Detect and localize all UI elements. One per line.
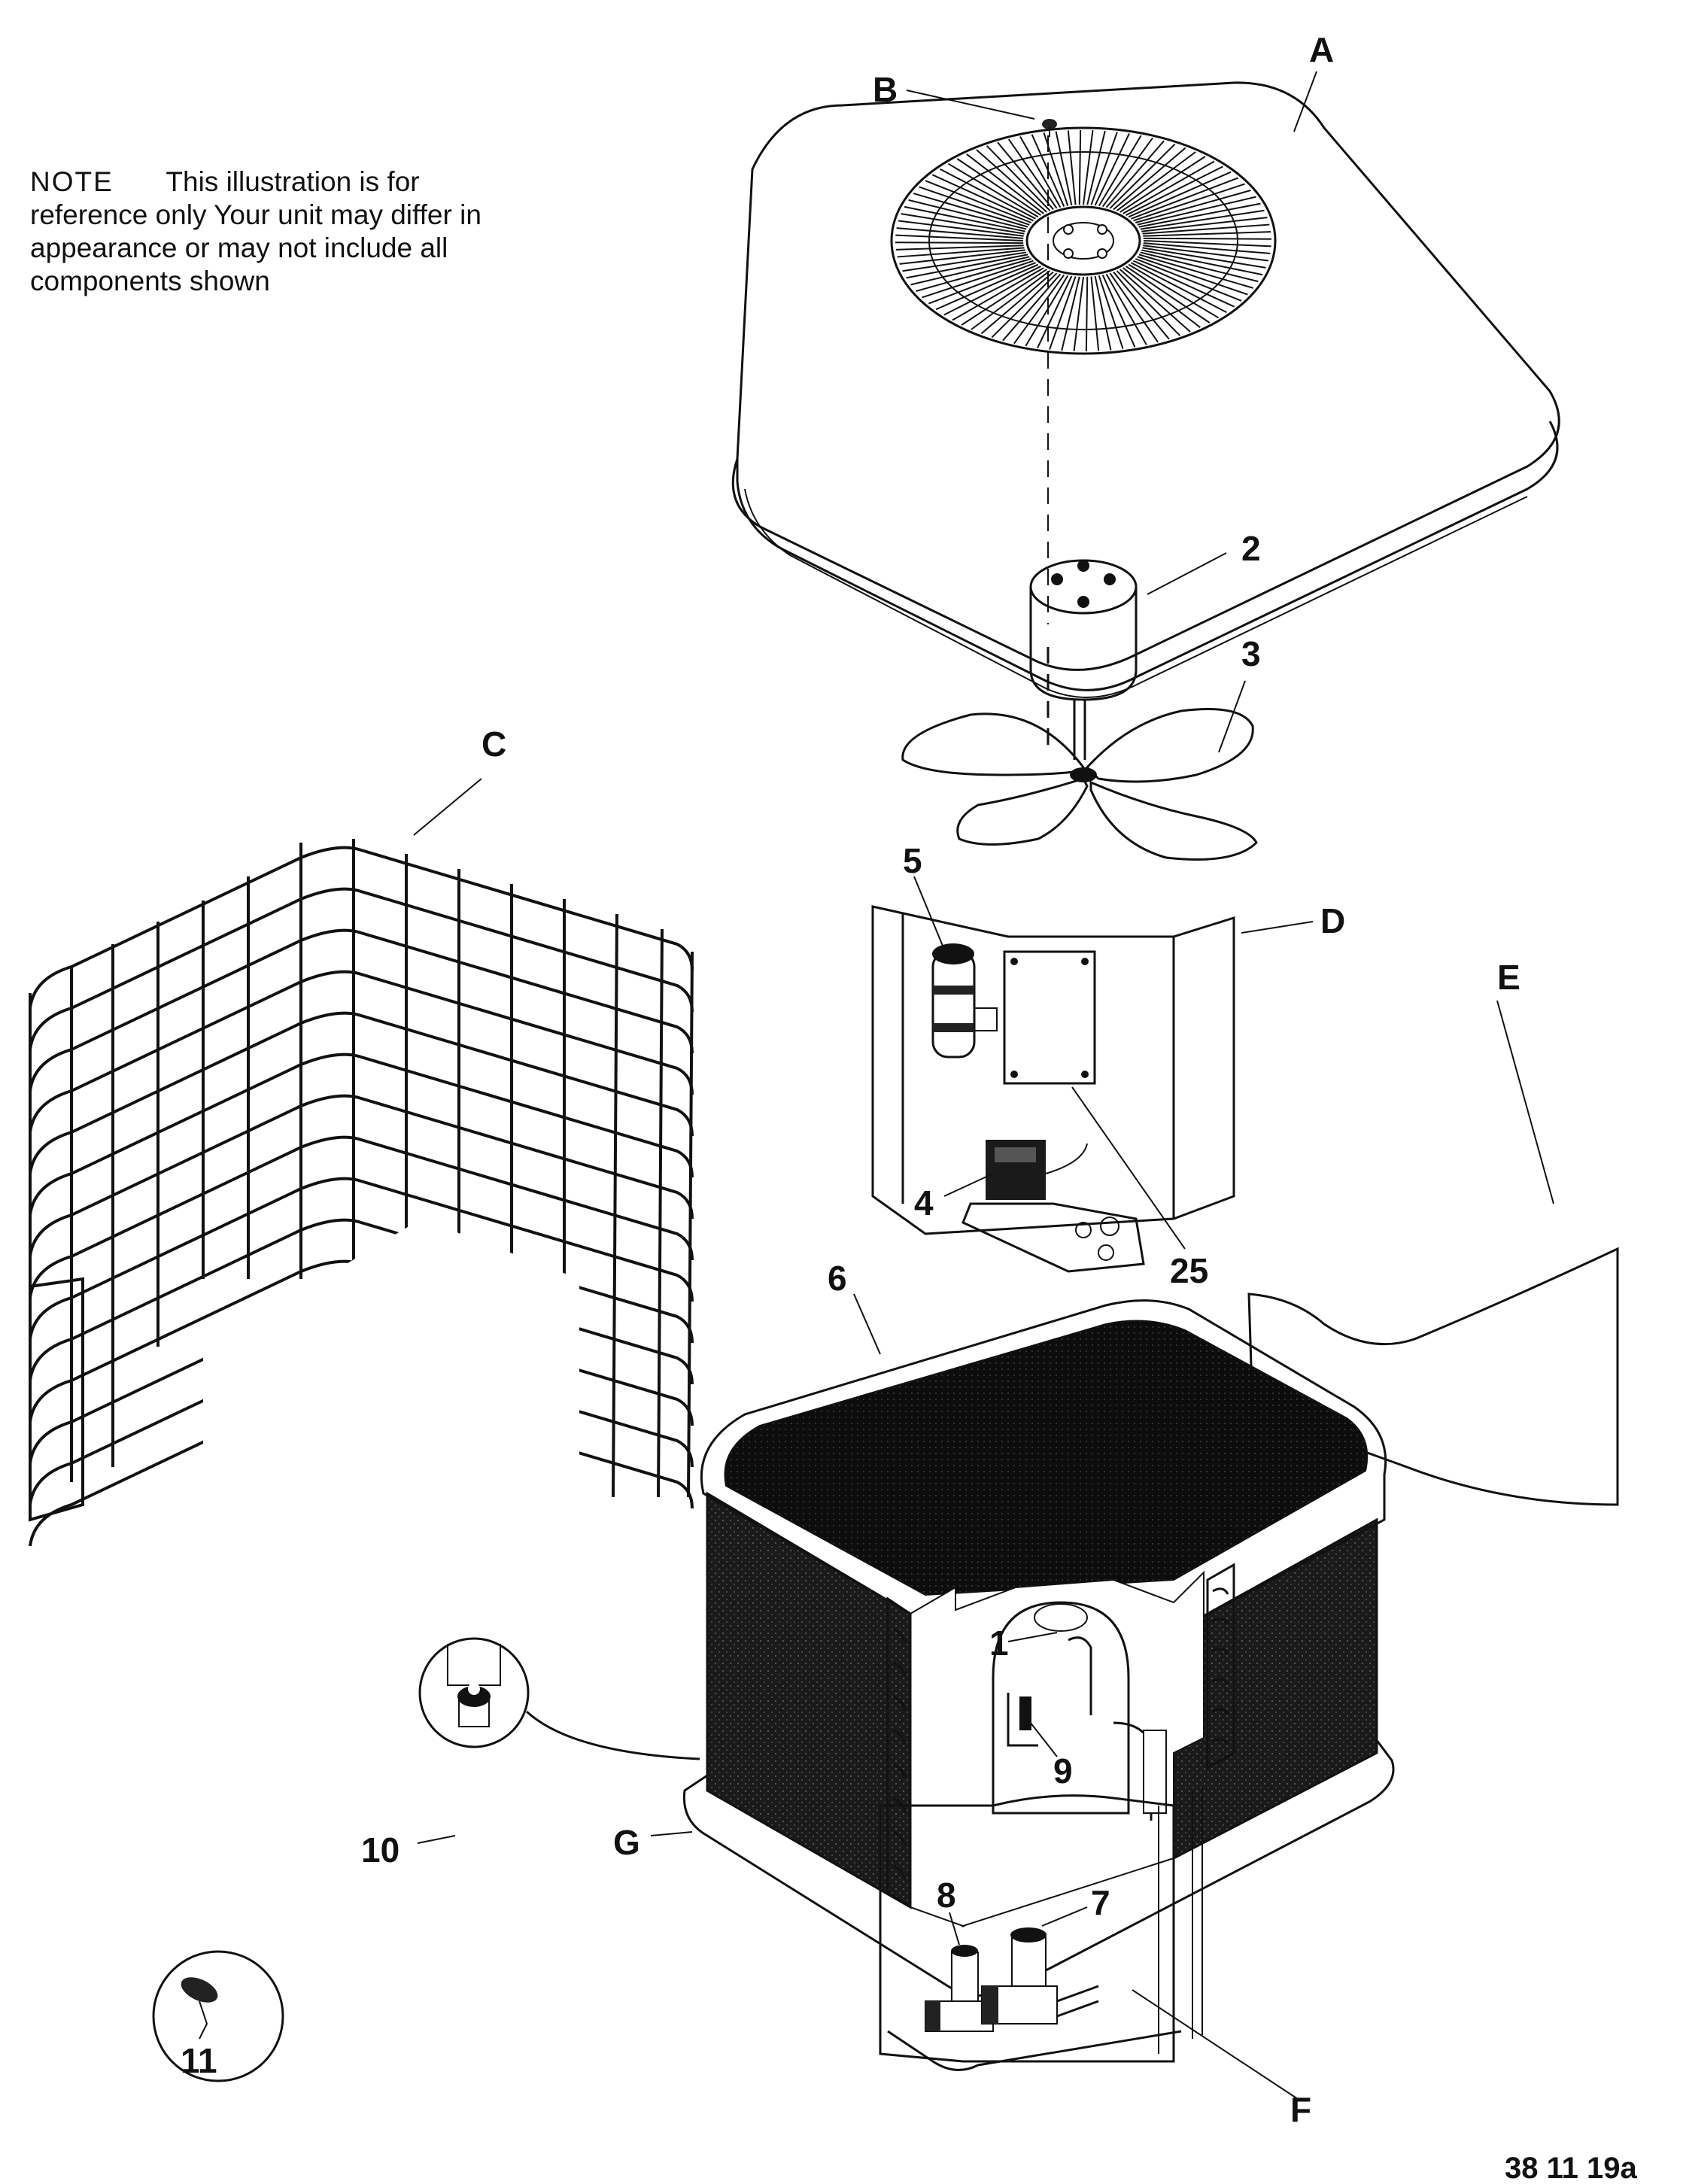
grille-spokes: [895, 130, 1271, 351]
callout-C: C: [482, 724, 506, 764]
wire-guard: [29, 839, 694, 1580]
callout-3: 3: [1241, 634, 1261, 673]
callout-E: E: [1497, 958, 1520, 997]
detail-circle-10: [418, 1637, 700, 1760]
callout-5: 5: [903, 841, 922, 880]
note-text: This illustration is for reference only …: [30, 166, 482, 296]
callout-2: 2: [1241, 529, 1261, 568]
callout-G: G: [613, 1823, 640, 1862]
callout-9: 9: [1053, 1751, 1073, 1791]
callout-1: 1: [989, 1624, 1009, 1663]
callout-B: B: [873, 70, 898, 109]
leader-lines: [413, 71, 1554, 2100]
coil-assembly: [682, 1299, 1395, 2071]
top-cover: [731, 81, 1560, 698]
fan-motor: [1029, 559, 1138, 760]
detail-circle-11: [152, 1950, 284, 2082]
callout-labels: A B C D E F G 1 2 3 4 5 6 7 8 9 10 11 25…: [181, 30, 1637, 2184]
note-label: NOTE: [30, 166, 114, 197]
callout-6: 6: [828, 1259, 847, 1298]
callout-A: A: [1309, 30, 1334, 69]
note-block: NOTE This illustration is for reference …: [30, 166, 497, 298]
service-valves: [925, 1927, 1099, 2032]
callout-7: 7: [1091, 1883, 1110, 1922]
callout-11: 11: [181, 2041, 217, 2080]
callout-F: F: [1290, 2090, 1311, 2129]
control-panel: [871, 905, 1235, 1273]
callout-8: 8: [937, 1876, 956, 1915]
callout-4: 4: [914, 1183, 934, 1223]
callout-10: 10: [361, 1830, 399, 1870]
callout-25: 25: [1170, 1251, 1208, 1290]
callout-D: D: [1320, 901, 1345, 940]
fan-blade: [901, 708, 1258, 861]
reference-number: 38 11 19a: [1505, 2152, 1637, 2184]
